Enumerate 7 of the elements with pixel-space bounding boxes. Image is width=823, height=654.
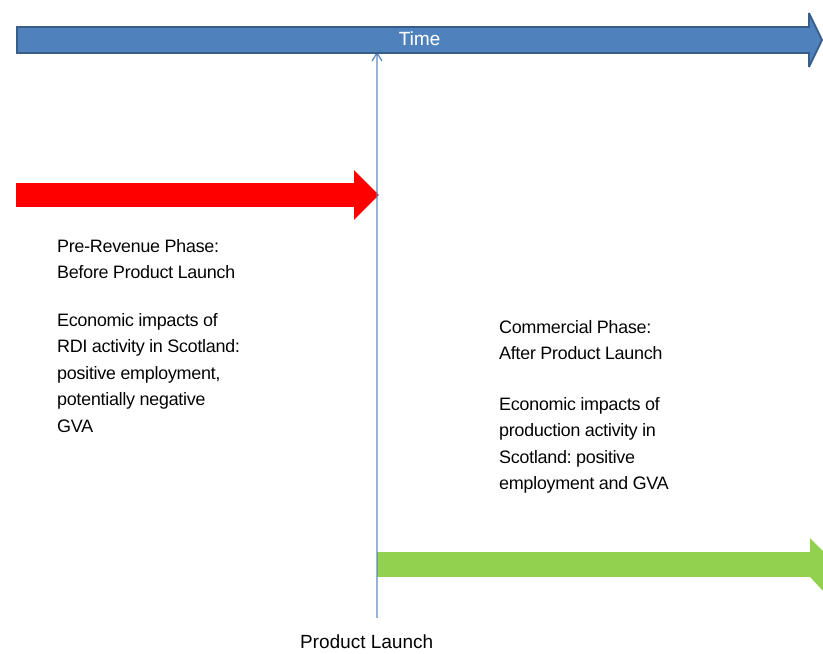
phase-description: Economic impacts of RDI activity in Scotland: positive employment, potentially negative GVA xyxy=(57,309,241,438)
phase-heading: Commercial Phase: After Product Launch xyxy=(499,316,664,366)
milestone-label: Product Launch xyxy=(300,632,434,654)
connector-arrow xyxy=(371,52,383,618)
phase-heading: Pre-Revenue Phase: Before Product Launch xyxy=(57,235,236,284)
timeline-label: Time xyxy=(398,29,440,51)
phase-description: Economic impacts of production activity in Scotland: positive employment and GVA xyxy=(499,393,670,496)
